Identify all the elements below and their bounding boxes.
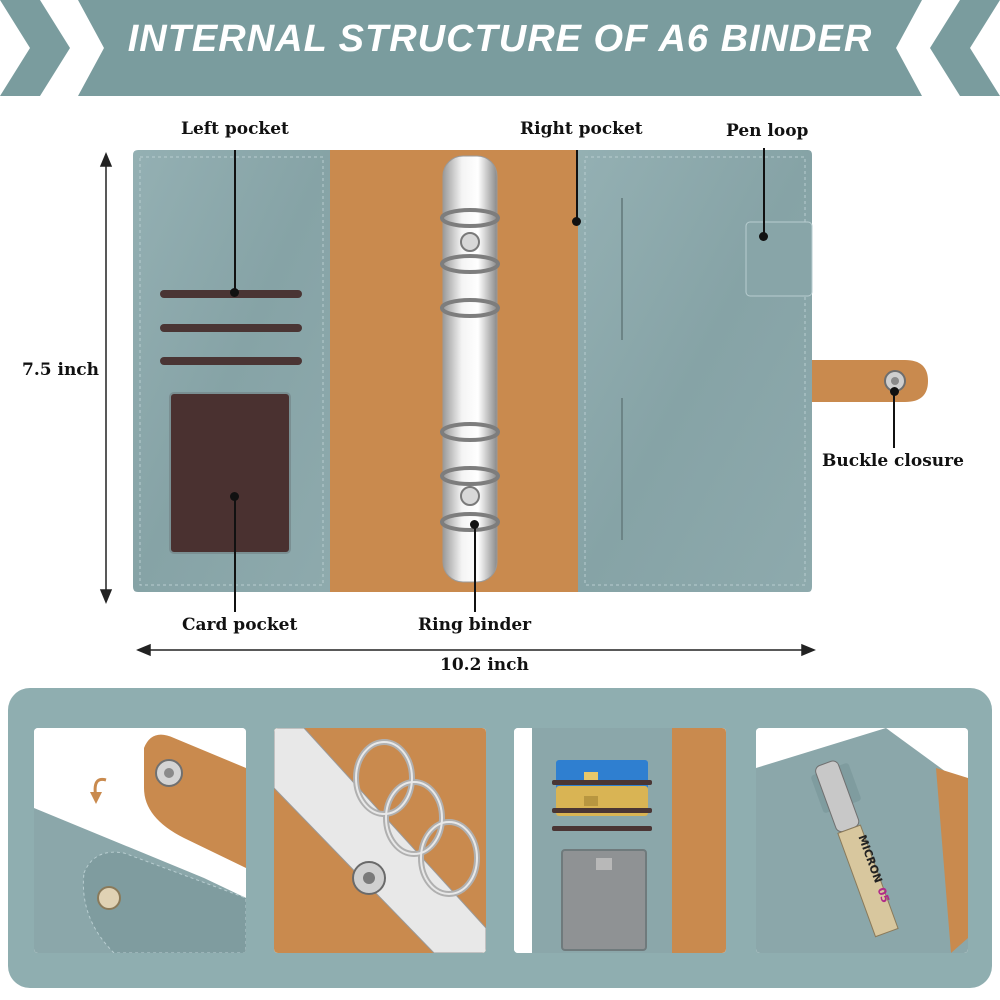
ring-binder-pointer: [474, 525, 476, 612]
credit-card-blue: [556, 760, 648, 794]
ring-binder-dot: [470, 520, 479, 529]
label-right-pocket: Right pocket: [520, 119, 643, 139]
height-dimension: 7.5 inch: [22, 360, 100, 380]
card-slots-detail-image: [514, 728, 726, 953]
binder-illustration: [133, 150, 928, 592]
thumb-rings: [274, 728, 486, 953]
pen-detail-image: MICRON 05: [756, 728, 968, 953]
pen-loop-pointer: [763, 148, 765, 236]
card-pocket-dot: [230, 492, 239, 501]
left-pocket-dot: [230, 288, 239, 297]
thumb-pen: MICRON 05: [756, 728, 968, 953]
pen-size-text: 05: [875, 886, 892, 905]
buckle-pointer: [893, 392, 895, 448]
buckle-strap: [812, 360, 928, 402]
label-pen-loop: Pen loop: [726, 121, 809, 141]
page-title: INTERNAL STRUCTURE OF A6 BINDER: [127, 18, 873, 60]
card-window-preview: [561, 849, 647, 951]
card-pocket-pointer: [234, 497, 236, 612]
banner-shape: [0, 0, 1000, 96]
buckle-dot: [890, 387, 899, 396]
card-slot: [160, 357, 302, 365]
dimension-arrows: [99, 152, 816, 657]
right-pocket-pointer: [576, 150, 578, 220]
label-buckle-closure: Buckle closure: [822, 451, 964, 471]
thumb-card-slots: [514, 728, 726, 953]
width-dimension: 10.2 inch: [440, 655, 529, 675]
left-pocket-pointer: [234, 150, 236, 292]
pen-loop-dot: [759, 232, 768, 241]
thumb-buckle: [34, 728, 246, 953]
left-cover: [133, 150, 330, 592]
label-left-pocket: Left pocket: [181, 119, 289, 139]
ring-mechanism: [440, 155, 500, 583]
label-card-pocket: Card pocket: [182, 615, 298, 635]
card-window: [169, 392, 291, 554]
right-pocket-dot: [572, 217, 581, 226]
label-ring-binder: Ring binder: [418, 615, 532, 635]
buckle-detail-image: [34, 728, 246, 953]
rings-detail-image: [274, 728, 486, 953]
card-slot: [160, 324, 302, 332]
